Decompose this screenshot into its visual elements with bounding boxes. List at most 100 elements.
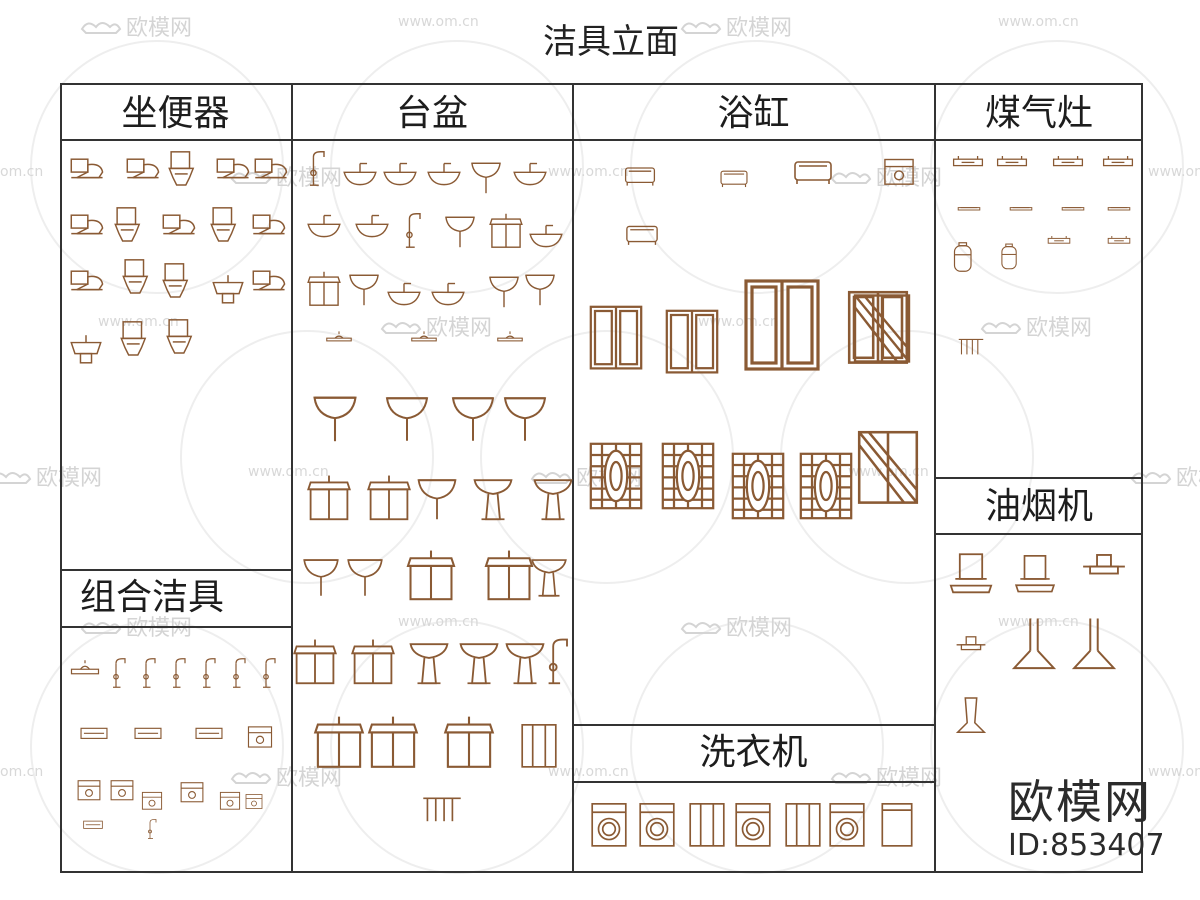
cad-symbol (164, 150, 204, 196)
section-divider (60, 569, 293, 571)
cad-symbol (826, 800, 868, 856)
cad-symbol (140, 788, 164, 822)
section-divider (934, 533, 1143, 535)
cad-symbol (350, 636, 396, 696)
cad-symbol (852, 266, 912, 394)
cad-symbol (1008, 616, 1060, 678)
section-title-basin: 台盆 (395, 93, 468, 134)
cad-symbol (70, 650, 100, 702)
cad-symbol (304, 714, 374, 780)
cad-symbol (530, 470, 576, 534)
cad-symbol (212, 150, 252, 196)
cad-symbol (874, 156, 924, 200)
cad-symbol (946, 148, 990, 188)
cad-symbol (122, 150, 162, 196)
cad-symbol (950, 236, 980, 284)
cad-symbol (304, 150, 344, 194)
cad-symbol (382, 390, 432, 454)
cad-symbol (588, 430, 644, 522)
cad-symbol (876, 800, 918, 856)
cad-symbol (400, 212, 440, 256)
cad-symbol (664, 284, 720, 402)
cad-symbol (208, 266, 248, 312)
cad-symbol (782, 800, 824, 856)
cad-symbol (158, 262, 198, 308)
cad-symbol (588, 800, 630, 856)
cad-symbol (1096, 148, 1140, 188)
cad-symbol (170, 650, 200, 702)
cad-symbol (1050, 198, 1096, 228)
cad-symbol (386, 330, 462, 364)
section-title-washer: 洗衣机 (699, 732, 808, 773)
cad-symbol (732, 800, 774, 856)
cad-symbol (66, 262, 106, 308)
cad-symbol (466, 158, 506, 202)
section-title-stove: 煤气灶 (984, 93, 1093, 134)
brand-name: 欧模网 (1008, 775, 1152, 829)
cad-symbol (448, 390, 498, 454)
cad-symbol (344, 548, 386, 612)
cad-symbol (588, 280, 644, 398)
cad-symbol (456, 636, 502, 696)
cad-symbol (158, 206, 198, 252)
cad-symbol (244, 788, 264, 822)
cad-symbol (380, 160, 420, 204)
cad-symbol (1046, 148, 1090, 188)
brand-mark: 欧模网 ID:853407 (1008, 776, 1188, 864)
cad-symbol (704, 164, 764, 200)
cad-symbol (798, 440, 854, 532)
section-divider (60, 626, 293, 628)
brand-id: ID:853407 (1008, 828, 1165, 863)
cad-symbol (856, 412, 920, 526)
cad-symbol (510, 160, 550, 204)
cad-symbol (206, 206, 246, 252)
cad-symbol (120, 724, 176, 760)
cad-symbol (66, 326, 106, 372)
cad-symbol (250, 150, 290, 196)
watermark-url: om.cn (0, 764, 44, 780)
cad-symbol (1014, 552, 1056, 608)
cad-symbol (440, 212, 480, 256)
cad-symbol (424, 160, 464, 204)
cad-symbol (300, 548, 342, 612)
cad-symbol (520, 270, 560, 314)
cad-symbol (340, 160, 380, 204)
cad-symbol (406, 636, 452, 696)
cad-symbol (108, 778, 136, 812)
cad-symbol (248, 262, 288, 308)
section-divider (934, 477, 1143, 479)
section-title-combo: 组合洁具 (80, 577, 225, 618)
cad-symbol (526, 222, 566, 266)
cad-symbol (434, 714, 504, 780)
cad-symbol (298, 390, 372, 454)
cad-symbol (470, 470, 516, 534)
cad-symbol (118, 258, 158, 304)
cad-symbol (414, 470, 460, 534)
cad-symbol (186, 724, 232, 760)
cad-symbol (946, 632, 996, 672)
cad-symbol (768, 152, 858, 202)
cad-symbol (358, 714, 428, 780)
cad-symbol (218, 788, 242, 822)
cad-symbol (660, 430, 716, 522)
cad-symbol (518, 716, 560, 782)
cad-symbol (200, 650, 230, 702)
cad-symbol (384, 280, 424, 324)
section-title-bathtub: 浴缸 (717, 93, 790, 134)
cad-symbol (110, 206, 150, 252)
cad-symbol (636, 800, 678, 856)
cad-symbol (306, 470, 352, 534)
section-divider (572, 781, 936, 783)
cad-symbol (592, 160, 688, 200)
cad-symbol (76, 818, 110, 844)
cad-symbol (1068, 616, 1120, 678)
section-title-hood: 油烟机 (984, 486, 1093, 527)
cad-symbol (146, 816, 166, 846)
cad-symbol (248, 206, 288, 252)
cad-symbol (344, 270, 384, 314)
cad-symbol (528, 548, 570, 612)
page-title: 洁具立面 (543, 22, 679, 62)
cad-symbol (70, 724, 118, 760)
cad-symbol (304, 270, 344, 314)
cad-symbol (686, 800, 728, 856)
